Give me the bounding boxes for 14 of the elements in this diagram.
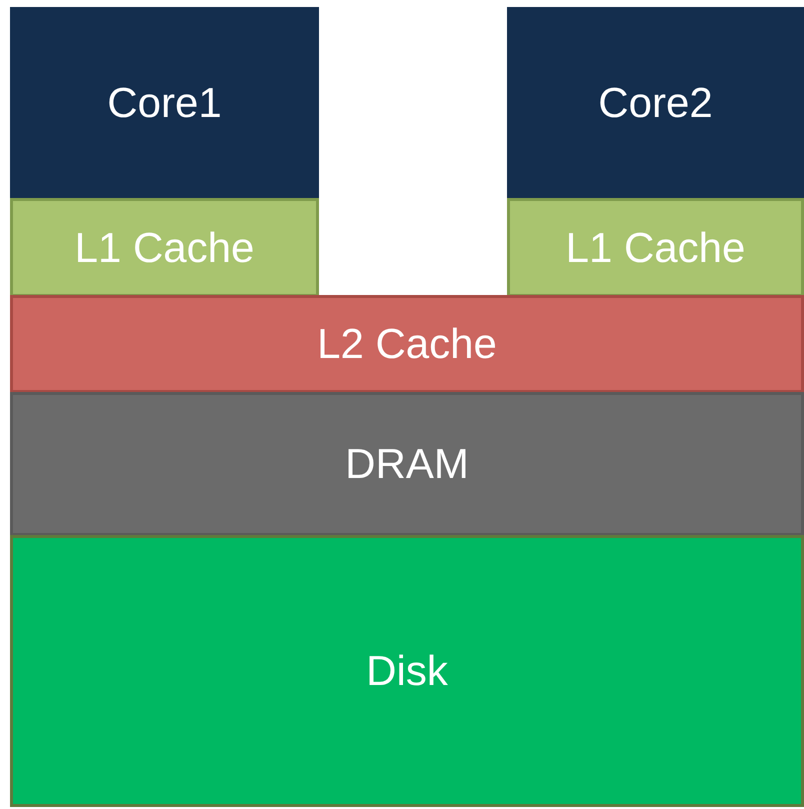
core-block (507, 7, 804, 199)
block-label: L1 Cache (74, 224, 254, 272)
disk-block (10, 535, 804, 807)
block-label: Disk (366, 647, 448, 695)
block-label: L1 Cache (566, 224, 746, 272)
cache-block (507, 198, 804, 297)
block-label: L2 Cache (317, 320, 497, 368)
block-label: Core1 (107, 79, 222, 127)
core-block (10, 7, 319, 199)
cache-block (10, 295, 804, 393)
block-label: DRAM (345, 440, 469, 488)
cache-block (10, 198, 319, 297)
block-label: Core2 (598, 79, 713, 127)
memory-block (10, 392, 804, 536)
